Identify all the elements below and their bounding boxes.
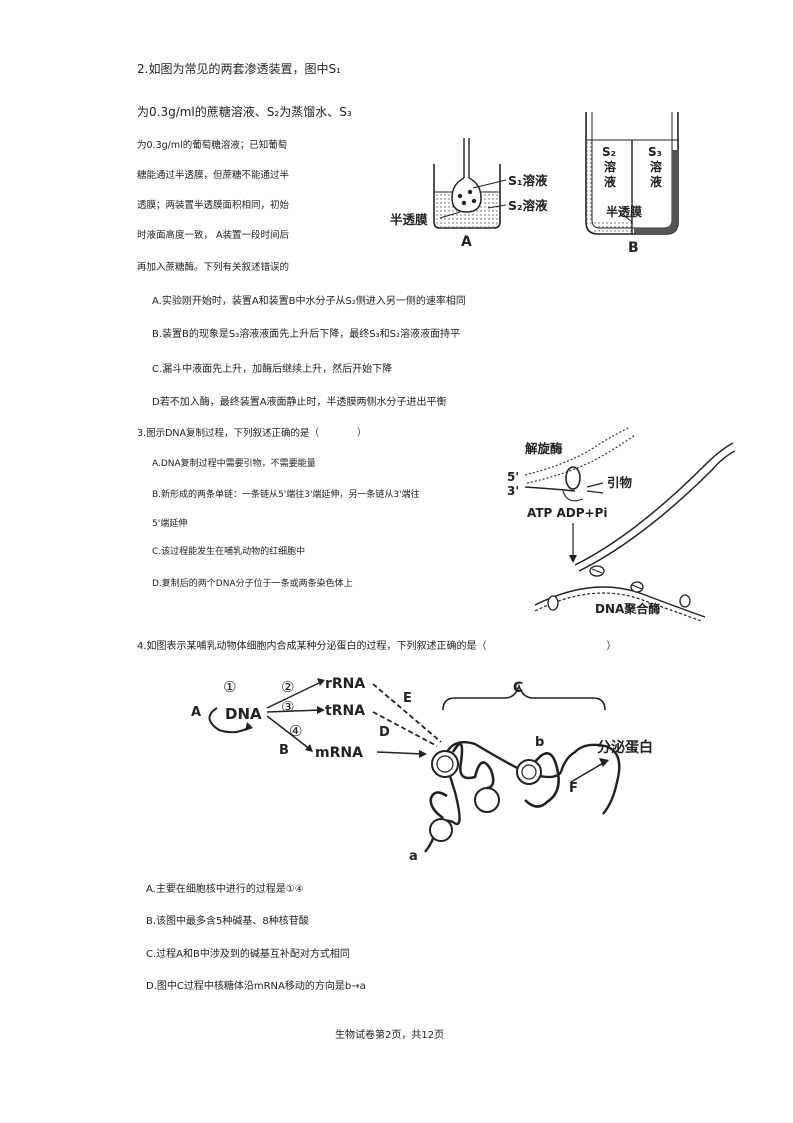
- step-3-label: ③: [281, 698, 294, 716]
- q3-option-a: A.DNA复制过程中需要引物，不需要能量: [152, 459, 316, 469]
- q4-option-c: C.过程A和B中涉及到的碱基互补配对方式相同: [146, 949, 350, 960]
- osmosis-device-a-figure: S₁溶液 S₂溶液 半透膜 A: [390, 138, 548, 250]
- atp-label: ATP ADP+Pi: [527, 506, 608, 520]
- fig-a-s1-label: S₁溶液: [508, 173, 548, 188]
- fig-a-label: A: [461, 234, 472, 250]
- end-a-label: a: [409, 849, 418, 864]
- process-b-label: B: [279, 743, 289, 758]
- q2-stem-line-7: 再加入蔗糖酶。下列有关叙述错误的: [137, 262, 290, 273]
- fig-a-membrane-label: 半透膜: [390, 212, 428, 227]
- q3-option-d: D.复制后的两个DNA分子位于一条或两条染色体上: [152, 579, 353, 589]
- q3-stem: 3.图示DNA复制过程，下列叙述正确的是（ ）: [137, 428, 367, 439]
- q2-stem-line-5: 透膜；两装置半透膜面积相同，初始: [137, 200, 290, 211]
- q3-option-c: C.该过程能发生在哺乳动物的红细胞中: [152, 547, 306, 557]
- process-a-label: A: [191, 705, 201, 720]
- fig-b-s3-label: S₃: [648, 145, 662, 159]
- step-2-label: ②: [281, 678, 294, 696]
- dna-replication-figure: 解旋酶 引物 5' 3' ATP ADP+Pi DNA聚合酶: [507, 426, 736, 622]
- q2-stem-line-1: 2.如图为常见的两套渗透装置，图中S₁: [137, 62, 341, 76]
- fig-b-label: B: [628, 240, 639, 256]
- q2-stem-line-6: 时液面高度一致， A装置一段时间后: [137, 230, 290, 241]
- q2-option-a: A.实验刚开始时，装置A和装置B中水分子从S₂侧进入另一侧的速率相同: [152, 296, 466, 307]
- fig-b-s3-label-3: 液: [650, 174, 662, 189]
- process-d-label: D: [379, 725, 390, 740]
- q4-option-a: A.主要在细胞核中进行的过程是①④: [146, 884, 304, 895]
- q2-stem-line-3: 为0.3g/ml的葡萄糖溶液；已知葡萄: [137, 140, 288, 151]
- q3-option-b: B.新形成的两条单链：一条链从5'端往3'端延伸，另一条链从3'端往: [152, 490, 420, 500]
- three-prime-label: 3': [507, 484, 519, 498]
- five-prime-label: 5': [507, 470, 519, 484]
- mrna-label: mRNA: [315, 745, 363, 761]
- page-footer: 生物试卷第2页，共12页: [335, 1030, 445, 1041]
- process-e-label: E: [403, 691, 412, 706]
- dna-label: DNA: [225, 705, 262, 723]
- protein-synthesis-figure: A DNA ① ② ③ ④ B rRNA tRNA mRNA E D C F b…: [191, 676, 653, 864]
- q2-stem-line-2: 为0.3g/ml的蔗糖溶液、S₂为蒸馏水、S₃: [137, 105, 352, 119]
- q2-option-b: B.装置B的现象是S₃溶液液面先上升后下降，最终S₃和S₂溶液液面持平: [152, 329, 460, 340]
- trna-label: tRNA: [325, 703, 365, 719]
- process-f-label: F: [569, 781, 578, 796]
- primer-label: 引物: [607, 475, 633, 490]
- fig-b-s2-label-3: 液: [604, 174, 616, 189]
- dna-polymerase-label: DNA聚合酶: [595, 601, 660, 616]
- q3-option-b-cont: 5'端延伸: [152, 519, 188, 529]
- fig-b-s2-label-2: 溶: [604, 159, 616, 174]
- fig-a-s2-label: S₂溶液: [508, 198, 548, 213]
- q4-option-b: B.该图中最多含5种碱基、8种核苷酸: [146, 916, 309, 927]
- q2-option-d: D若不加入酶，最终装置A液面静止时，半透膜两侧水分子进出平衡: [152, 397, 447, 408]
- end-b-label: b: [535, 735, 544, 750]
- fig-b-s2-label: S₂: [602, 145, 616, 159]
- osmosis-device-b-figure: S₂ 溶 液 S₃ 溶 液 半透膜 B: [585, 112, 679, 256]
- step-1-label: ①: [223, 678, 236, 696]
- fig-b-membrane-label: 半透膜: [606, 204, 642, 219]
- q4-stem: 4.如图表示某哺乳动物体细胞内合成某种分泌蛋白的过程，下列叙述正确的是（ ）: [137, 641, 617, 652]
- helicase-label: 解旋酶: [525, 441, 563, 456]
- secretory-protein-label: 分泌蛋白: [597, 739, 653, 756]
- q2-stem-line-4: 糖能通过半透膜，但蔗糖不能通过半: [137, 170, 290, 181]
- fig-b-s3-label-2: 溶: [650, 159, 662, 174]
- process-c-label: C: [513, 680, 523, 696]
- q2-option-c: C.漏斗中液面先上升，加酶后继续上升，然后开始下降: [152, 364, 393, 375]
- q4-option-d: D.图中C过程中核糖体沿mRNA移动的方向是b→a: [146, 981, 366, 992]
- step-4-label: ④: [289, 722, 302, 740]
- rrna-label: rRNA: [325, 676, 365, 692]
